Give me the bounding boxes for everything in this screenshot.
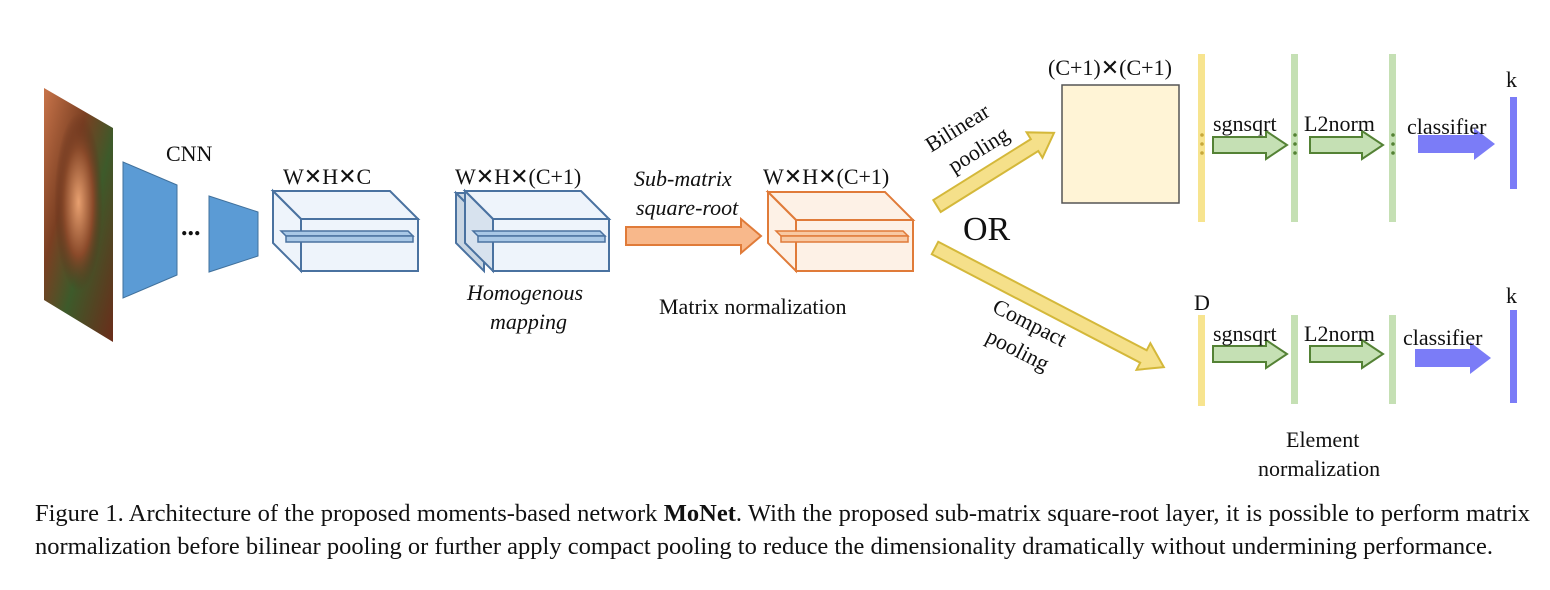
bilinear-pooling-arrow	[931, 131, 1056, 214]
homogenous-dim-label: W✕H✕(C+1)	[455, 164, 582, 189]
bottom-sgnsqrt-arrow	[1212, 338, 1289, 370]
top-output-bar	[1510, 97, 1517, 189]
cnn-label: CNN	[166, 141, 213, 166]
matrix-normalization-label: Matrix normalization	[659, 294, 847, 319]
element-normalization-line1: Element	[1286, 427, 1360, 452]
top-dot	[1200, 142, 1204, 146]
top-dot	[1391, 133, 1395, 137]
bilinear-matrix-dim-label: (C+1)✕(C+1)	[1048, 55, 1172, 80]
top-branch	[1198, 54, 1517, 222]
bottom-classifier-arrow	[1415, 342, 1491, 374]
normalized-dim-label: W✕H✕(C+1)	[763, 164, 890, 189]
submatrix-label-line1: Sub-matrix	[634, 166, 732, 191]
submatrix-arrow	[625, 216, 763, 256]
bilinear-matrix	[1061, 84, 1180, 204]
compact-pooling-arrow	[930, 240, 1166, 371]
top-dot	[1200, 133, 1204, 137]
top-green-bar-1	[1291, 54, 1298, 222]
bottom-output-bar	[1510, 310, 1517, 403]
bottom-branch	[1198, 310, 1517, 406]
normalized-tensor	[765, 189, 916, 274]
top-sgnsqrt-arrow	[1212, 129, 1289, 161]
bottom-k-label: k	[1506, 283, 1517, 308]
caption-model-name: MoNet	[663, 500, 736, 527]
bottom-l2norm-label: L2norm	[1304, 321, 1375, 346]
caption-prefix: Figure 1. Architecture of the proposed m…	[35, 500, 664, 527]
cnn-block-1	[122, 161, 178, 299]
feature-tensor	[270, 188, 421, 274]
top-classifier-label: classifier	[1407, 114, 1487, 139]
bottom-green-bar-2	[1389, 315, 1396, 404]
top-k-label: k	[1506, 67, 1517, 92]
cnn-block-2	[208, 195, 259, 273]
or-label: OR	[963, 211, 1011, 248]
top-dot	[1391, 142, 1395, 146]
figure-caption: Figure 1. Architecture of the proposed m…	[35, 497, 1530, 563]
caption-suffix: . With the proposed sub-matrix square-ro…	[35, 500, 1530, 560]
architecture-diagram	[44, 54, 1517, 406]
top-dot	[1293, 151, 1297, 155]
bottom-sgnsqrt-label: sgnsqrt	[1213, 321, 1277, 346]
top-dot	[1293, 142, 1297, 146]
top-yellow-bar	[1198, 54, 1205, 222]
top-green-bar-2	[1389, 54, 1396, 222]
bottom-classifier-label: classifier	[1403, 325, 1483, 350]
bottom-yellow-bar	[1198, 315, 1205, 406]
tensor-dim-label: W✕H✕C	[283, 164, 372, 189]
bottom-l2norm-arrow	[1309, 338, 1385, 370]
homogenous-tensor	[453, 188, 612, 274]
top-l2norm-arrow	[1309, 129, 1385, 161]
top-dot	[1293, 133, 1297, 137]
top-dot	[1200, 151, 1204, 155]
top-sgnsqrt-label: sgnsqrt	[1213, 111, 1277, 136]
top-dot	[1391, 151, 1395, 155]
d-label: D	[1194, 290, 1210, 315]
ellipsis-label: ...	[181, 212, 201, 241]
homogenous-label-line1: Homogenous	[467, 280, 584, 305]
submatrix-label-line2: square-root	[636, 195, 739, 220]
bottom-green-bar-1	[1291, 315, 1298, 404]
homogenous-label-line2: mapping	[490, 309, 567, 334]
top-classifier-arrow	[1418, 128, 1495, 160]
input-image	[44, 88, 113, 342]
element-normalization-line2: normalization	[1258, 456, 1381, 481]
top-l2norm-label: L2norm	[1304, 111, 1375, 136]
